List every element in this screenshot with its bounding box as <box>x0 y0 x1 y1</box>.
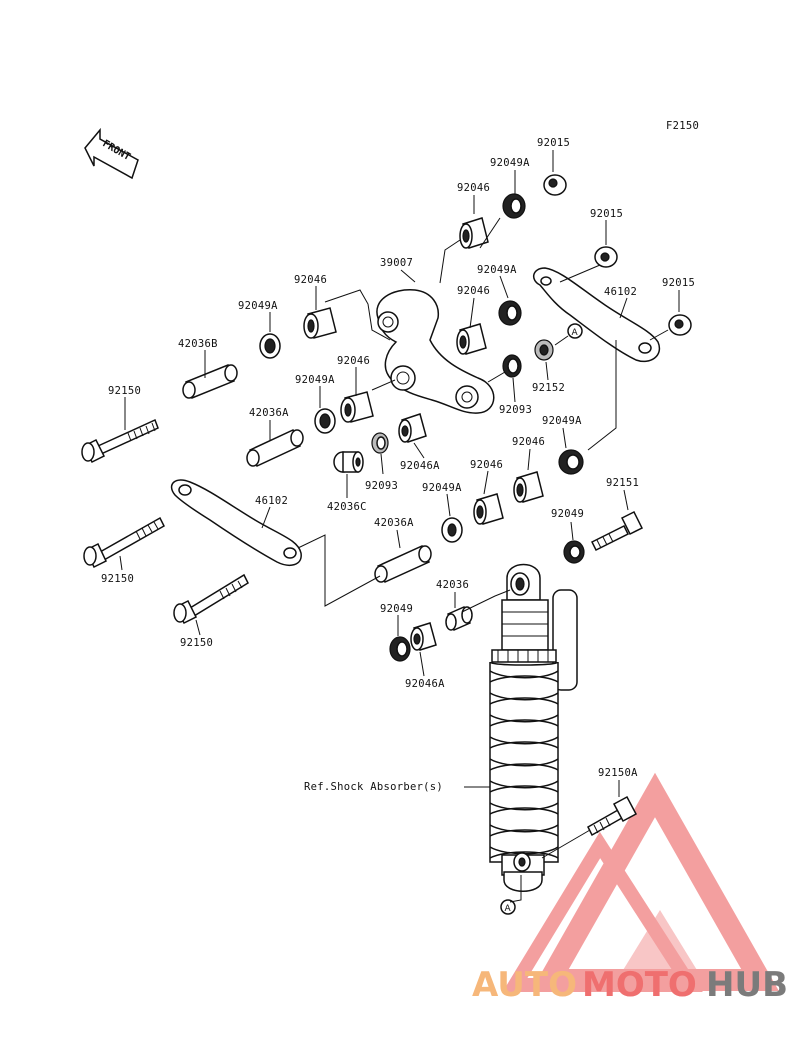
label-92015-b: 92015 <box>590 208 623 220</box>
label-92151: 92151 <box>606 477 639 489</box>
label-92049-b: 92049 <box>380 603 413 615</box>
bolt-92150-b <box>83 516 165 569</box>
shock-absorber <box>489 563 578 892</box>
tie-rod-46102-upper <box>533 267 661 363</box>
seal-92049A-e <box>558 449 584 475</box>
callout-a-upper-letter: A <box>572 328 579 338</box>
bolt-92150-a <box>81 418 159 464</box>
label-92015-a: 92015 <box>537 137 570 149</box>
label-46102-b: 46102 <box>255 495 288 507</box>
label-92150A: 92150A <box>598 767 638 779</box>
nut-92015-c <box>668 314 692 336</box>
seal-92049A-c <box>259 333 281 359</box>
collar-42036B <box>182 364 238 399</box>
label-92049-a: 92049 <box>551 508 584 520</box>
label-92150-a: 92150 <box>108 385 141 397</box>
label-42036C: 42036C <box>327 501 367 513</box>
washer-92152 <box>534 339 554 361</box>
label-92046-b: 92046 <box>294 274 327 286</box>
label-92150-b: 92150 <box>101 573 134 585</box>
bearing-92046-d <box>340 391 374 423</box>
watermark-part2: MOTO <box>582 965 697 1005</box>
label-92049A-d: 92049A <box>295 374 335 386</box>
ref-shock-absorber-note: Ref.Shock Absorber(s) <box>304 781 443 793</box>
watermark-part1: AUTO <box>472 965 577 1005</box>
label-92093-b: 92093 <box>365 480 398 492</box>
label-92046A-a: 92046A <box>400 460 440 472</box>
nut-92015-b <box>594 246 618 268</box>
seal-92049A-a <box>502 193 526 219</box>
label-92046-d: 92046 <box>337 355 370 367</box>
label-39007: 39007 <box>380 257 413 269</box>
label-92046-c: 92046 <box>457 285 490 297</box>
label-92046A-b: 92046A <box>405 678 445 690</box>
watermark-part3: HUB <box>706 965 788 1005</box>
label-42036: 42036 <box>436 579 469 591</box>
seal-92049A-f <box>441 517 463 543</box>
washer-92093-a <box>502 354 522 378</box>
bearing-92046-c <box>456 323 487 355</box>
label-42036A-b: 42036A <box>374 517 414 529</box>
collar-42036 <box>445 605 473 632</box>
label-92046-f: 92046 <box>470 459 503 471</box>
nut-92015-a <box>543 174 567 196</box>
rocker-arm-39007 <box>376 289 495 414</box>
label-46102-a: 46102 <box>604 286 637 298</box>
label-92015-c: 92015 <box>662 277 695 289</box>
tie-rod-46102-lower <box>170 479 302 566</box>
label-92046-e: 92046 <box>512 436 545 448</box>
label-42036A-a: 42036A <box>249 407 289 419</box>
seal-92049-b <box>389 636 411 662</box>
collar-42036A-a <box>246 428 304 468</box>
collar-42036C <box>333 451 364 473</box>
callout-a-upper: A <box>567 323 583 339</box>
part-labels: 92015 92049A 92046 92015 39007 92049A 92… <box>101 137 695 793</box>
bolt-92151 <box>590 510 644 552</box>
callout-a-lower-letter: A <box>505 904 512 914</box>
bolt-92150A <box>587 795 638 837</box>
washer-92093-b <box>371 432 389 454</box>
label-92049A-a: 92049A <box>490 157 530 169</box>
label-42036B: 42036B <box>178 338 218 350</box>
label-92093-a: 92093 <box>499 404 532 416</box>
label-92049A-e: 92049A <box>542 415 582 427</box>
callout-a-lower: A <box>500 899 516 915</box>
label-92152: 92152 <box>532 382 565 394</box>
bearing-92046-f <box>473 493 504 525</box>
label-92046-a: 92046 <box>457 182 490 194</box>
watermark-text: AUTO MOTO HUB <box>472 965 788 1005</box>
bearing-92046-a <box>459 217 489 249</box>
watermark-logo-icon <box>502 772 779 992</box>
bearing-92046-e <box>513 471 544 503</box>
label-92049A-c: 92049A <box>238 300 278 312</box>
bearing-92046A-b <box>410 622 437 651</box>
leader-lines <box>119 150 680 903</box>
seal-92049A-b <box>498 300 522 326</box>
label-92049A-b: 92049A <box>477 264 517 276</box>
bolt-92150-c <box>173 573 249 625</box>
collar-42036A-b <box>374 545 432 583</box>
figure-code: F2150 <box>666 120 699 132</box>
label-92049A-f: 92049A <box>422 482 462 494</box>
bearing-92046-b <box>303 307 337 339</box>
seal-92049A-d <box>314 408 336 434</box>
bearing-92046A-a <box>398 413 427 443</box>
seal-92049-a <box>563 540 585 564</box>
label-92150-c: 92150 <box>180 637 213 649</box>
front-arrow-icon: FRONT <box>84 127 139 180</box>
